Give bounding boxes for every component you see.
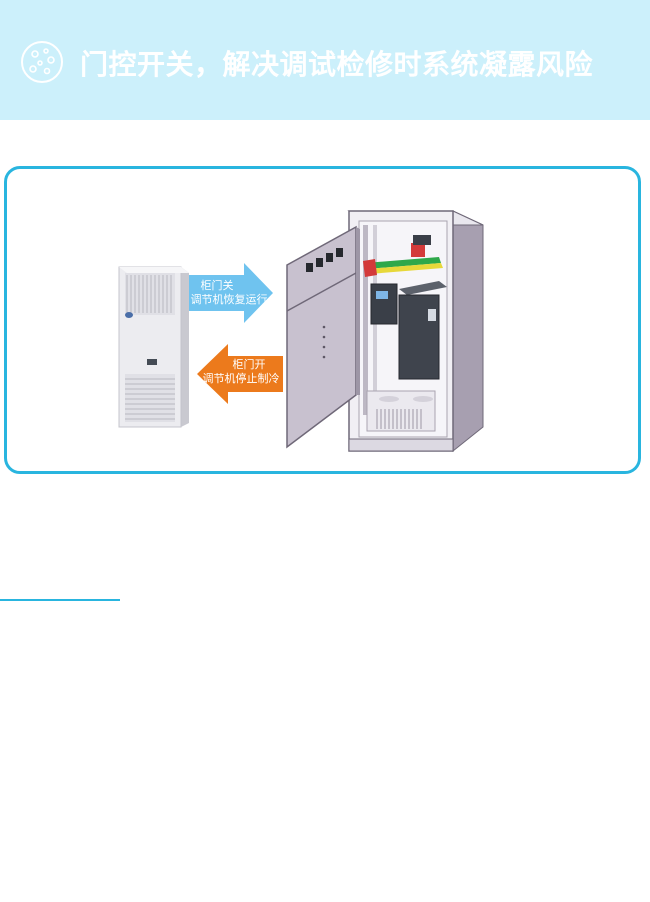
arrow-open-label: 柜门开: [225, 358, 273, 372]
arrow-open-label-2: 调节机停止制冷: [197, 372, 285, 386]
diagram-frame: 柜门关 调节机恢复运行 柜门开 调节机停止制冷: [4, 166, 641, 474]
arrow-door-closed: [189, 263, 273, 323]
air-conditioner-unit: [118, 266, 189, 428]
dots-circle-icon: [21, 41, 63, 83]
arrow-closed-label-2: 调节机恢复运行: [185, 293, 273, 307]
arrow-closed-label: 柜门关: [193, 279, 241, 293]
section-divider: [0, 599, 120, 601]
electrical-cabinet: [286, 210, 484, 453]
page-title: 门控开关，解决调试检修时系统凝露风险: [80, 48, 594, 81]
arrow-closed-line2: 调节机恢复运行: [190, 293, 268, 306]
header-banner: 门控开关，解决调试检修时系统凝露风险: [0, 0, 650, 120]
arrow-closed-line1: 柜门关: [200, 279, 234, 292]
arrow-door-open: [197, 344, 283, 404]
diagram-canvas: [118, 210, 484, 453]
arrow-open-line2: 调节机停止制冷: [202, 372, 280, 385]
arrow-open-line1: 柜门开: [232, 358, 266, 371]
